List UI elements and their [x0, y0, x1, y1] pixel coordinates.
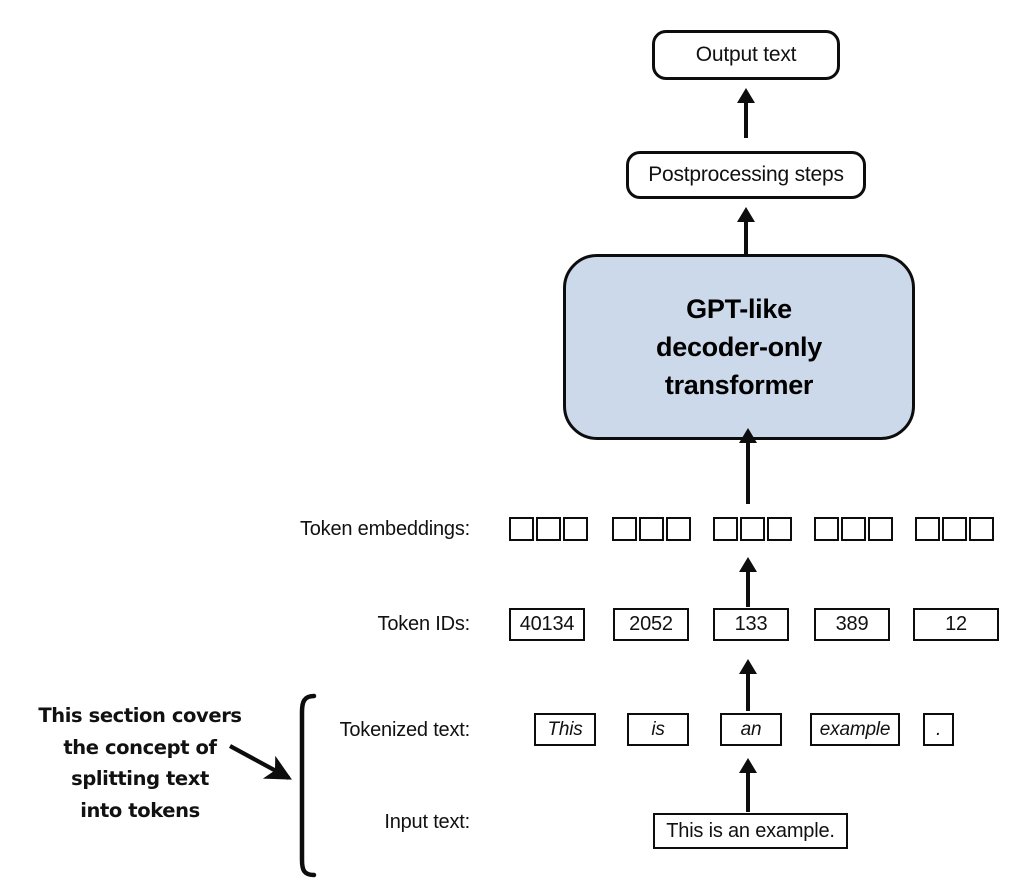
token-id-value: 2052: [629, 613, 673, 635]
tokenized-text-value: .: [935, 718, 942, 740]
token-ids-label-text: Token IDs:: [377, 613, 471, 635]
tokenized-text-box: example: [810, 713, 900, 746]
embedding-cell: [841, 517, 866, 541]
token-embeddings-label-text: Token embeddings:: [299, 518, 470, 540]
tokenized-text-label-text: Tokenized text:: [339, 719, 471, 741]
annotation-line-4: into tokens: [80, 798, 200, 822]
token-id-box: 2052: [613, 608, 689, 641]
embedding-cell: [969, 517, 994, 541]
arrow-model-to-postprocessing-shaft: [744, 215, 748, 257]
model-line-2: decoder-only: [656, 331, 822, 362]
token-embeddings-label: Token embeddings:: [200, 518, 470, 541]
section-brace: [299, 693, 317, 878]
input-text-label-text: Input text:: [384, 811, 470, 833]
gpt-transformer-block: GPT-like decoder-only transformer: [563, 254, 915, 440]
input-text-value: This is an example.: [666, 819, 835, 842]
annotation-line-2: the concept of: [63, 735, 217, 759]
embedding-cell: [509, 517, 534, 541]
tokenized-text-value: This: [547, 718, 583, 740]
postprocessing-block: Postprocessing steps: [626, 151, 866, 199]
postprocessing-label: Postprocessing steps: [648, 163, 844, 186]
tokenized-text-box: is: [627, 713, 689, 746]
input-text-label: Input text:: [200, 811, 470, 834]
arrow-input-to-tokenized-head: [739, 758, 757, 773]
arrow-model-to-postprocessing-head: [737, 207, 755, 222]
embedding-cell: [814, 517, 839, 541]
annotation-arrow: [228, 744, 292, 780]
arrow-postprocessing-to-output-shaft: [744, 96, 748, 138]
arrow-embeddings-to-model-head: [739, 428, 757, 443]
embedding-cell: [563, 517, 588, 541]
token-id-box: 40134: [509, 608, 585, 641]
embedding-cell: [740, 517, 765, 541]
tokenized-text-value: an: [740, 718, 762, 740]
model-line-1: GPT-like: [686, 293, 792, 324]
token-ids-label: Token IDs:: [200, 613, 471, 636]
embedding-group: [814, 517, 893, 541]
embedding-cell: [767, 517, 792, 541]
arrow-postprocessing-to-output-head: [737, 88, 755, 103]
tokenized-text-box: This: [534, 713, 596, 746]
token-id-value: 40134: [519, 613, 575, 635]
tokenized-text-box: .: [923, 713, 954, 746]
embedding-group: [713, 517, 792, 541]
embedding-cell: [915, 517, 940, 541]
tokenized-text-value: is: [651, 718, 665, 740]
model-line-3: transformer: [664, 370, 814, 401]
embedding-cell: [868, 517, 893, 541]
arrow-tokenized-to-tokenids-shaft: [746, 673, 750, 711]
arrow-input-to-tokenized-shaft: [746, 772, 750, 812]
tokenized-text-value: example: [819, 718, 891, 740]
token-id-box: 133: [713, 608, 789, 641]
embedding-group: [612, 517, 691, 541]
annotation-line-1: This section covers: [38, 704, 242, 727]
embedding-cell: [713, 517, 738, 541]
tokenized-text-box: an: [720, 713, 782, 746]
embedding-cell: [612, 517, 637, 541]
token-id-value: 12: [945, 613, 967, 635]
embedding-cell: [942, 517, 967, 541]
token-id-value: 133: [734, 613, 768, 635]
output-text-label: Output text: [695, 43, 797, 66]
output-text-block: Output text: [652, 30, 840, 80]
annotation-line-3: splitting text: [71, 767, 209, 791]
embedding-cell: [666, 517, 691, 541]
input-text-box: This is an example.: [653, 813, 848, 849]
embedding-group: [915, 517, 994, 541]
arrow-tokenids-to-embeddings-shaft: [746, 570, 750, 607]
tokenized-text-label: Tokenized text:: [200, 719, 471, 742]
section-annotation: This section covers the concept of split…: [34, 700, 246, 826]
arrow-tokenids-to-embeddings-head: [739, 557, 757, 572]
token-id-value: 389: [835, 613, 869, 635]
embedding-cell: [536, 517, 561, 541]
arrow-tokenized-to-tokenids-head: [739, 659, 757, 674]
token-id-box: 12: [913, 608, 999, 641]
token-id-box: 389: [814, 608, 890, 641]
arrow-embeddings-to-model-shaft: [746, 441, 750, 504]
embedding-group: [509, 517, 588, 541]
embedding-cell: [639, 517, 664, 541]
